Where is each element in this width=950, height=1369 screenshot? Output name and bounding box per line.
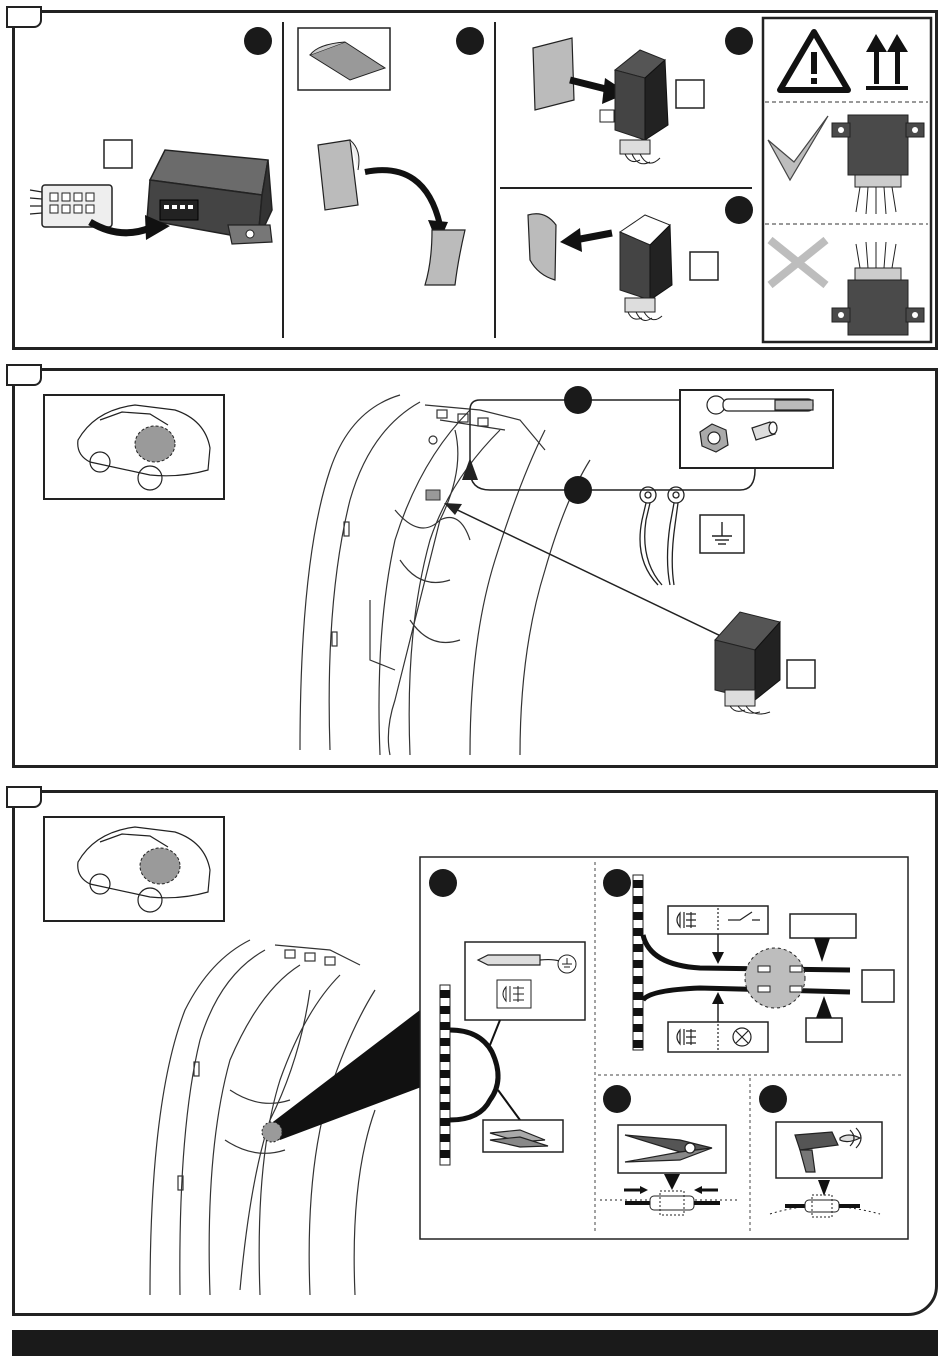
splice-zoom-circle xyxy=(745,948,805,1008)
blank-label-box-lower xyxy=(806,1018,842,1042)
callout-circle-3b xyxy=(603,869,631,897)
callout-circle-3c xyxy=(603,1085,631,1113)
callout-circle-3a xyxy=(429,869,457,897)
vehicle-rear-interior-3 xyxy=(150,940,375,1295)
heat-gun-box xyxy=(776,1122,882,1178)
zoom-beam xyxy=(265,1010,440,1140)
footer-bar xyxy=(12,1330,938,1356)
blank-label-box-upper xyxy=(790,914,856,938)
callout-circle-3d xyxy=(759,1085,787,1113)
label-box-3b xyxy=(862,970,894,1002)
